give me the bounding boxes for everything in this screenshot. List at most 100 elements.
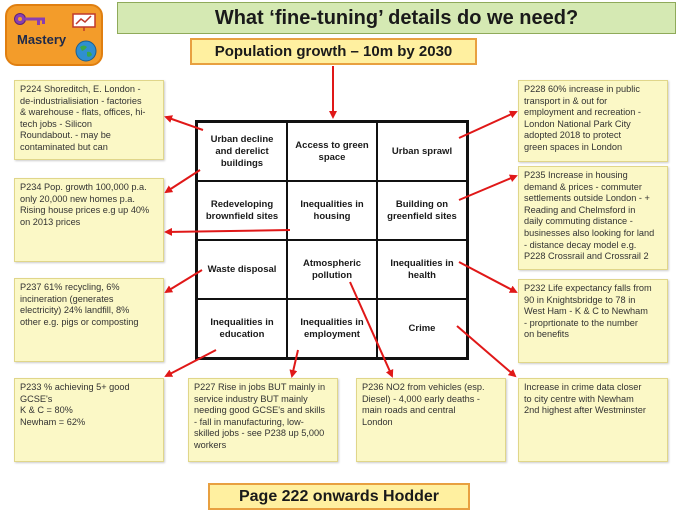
presentation-board-icon [72, 13, 96, 31]
grid-cell: Crime [377, 299, 467, 358]
grid-cell-label: Atmospheric [302, 257, 362, 269]
note-line: P235 Increase in housing [524, 170, 628, 180]
grid-cell-label: Waste disposal [207, 263, 277, 275]
grid-cell-label: space [318, 151, 346, 163]
note-line: Roundabout. - may be [20, 130, 111, 141]
note-line: P233 % achieving 5+ good [20, 382, 130, 392]
note-line: & warehouse - flats, offices, hi- [20, 107, 146, 118]
note-line: K & C = 80% [20, 405, 73, 416]
note-line: London [362, 416, 393, 427]
note-line: service industry BUT mainly [194, 393, 308, 404]
note-line: - fall in manufacturing, low- [194, 416, 304, 427]
grid-cell-label: Urban sprawl [391, 145, 453, 157]
note-line: adopted 2018 to protect [524, 130, 622, 141]
note-line: P237 61% recycling, 6% [20, 282, 120, 292]
grid-cell-label: Access to green [295, 139, 369, 151]
note-line: on 2013 prices [20, 216, 81, 227]
badge-label: Mastery [17, 32, 67, 47]
note-line: workers [194, 439, 227, 450]
grid-cell-label: employment [304, 328, 360, 340]
subtitle-banner: Population growth – 10m by 2030 [190, 38, 477, 65]
note-line: electricity) 24% landfill, 8% [20, 305, 130, 316]
note-line: businesses also looking for land [524, 227, 655, 238]
note-line: - proprtionate to the number [524, 317, 638, 328]
grid-cell: Urban sprawl [377, 122, 467, 181]
note-line: P234 Pop. growth 100,000 p.a. [20, 182, 147, 192]
grid-cell-label: housing [313, 210, 351, 222]
note-line: only 20,000 new homes p.a. [20, 193, 135, 204]
note-p236: P236 NO2 from vehicles (esp.Diesel) - 4,… [356, 378, 506, 462]
note-line: demand & prices - commuter [524, 181, 642, 192]
note-line: to city centre with Newham [524, 393, 634, 404]
globe-icon [75, 40, 97, 62]
note-line: London National Park City [524, 118, 631, 129]
note-line: Reading and Chelmsford in [524, 204, 636, 215]
note-line: daily commuting distance - [524, 216, 633, 227]
grid-cell-label: buildings [220, 157, 264, 169]
footer-banner: Page 222 onwards Hodder [208, 483, 470, 510]
subtitle: Population growth – 10m by 2030 [214, 43, 453, 60]
note-line: P224 Shoreditch, E. London - [20, 84, 141, 94]
note-line: employment and recreation - [524, 107, 641, 118]
grid-cell-label: greenfield sites [387, 210, 457, 222]
note-line: Diesel) - 4,000 early deaths - [362, 393, 480, 404]
grid-cell-label: Crime [408, 322, 436, 334]
note-line: tech jobs - Silicon [20, 118, 93, 129]
note-line: P227 Rise in jobs BUT mainly in [194, 382, 326, 392]
note-line: contaminated but can [20, 141, 108, 152]
grid-cell-label: Inequalities in [210, 316, 274, 328]
note-line: de-industrialisiation - factories [20, 95, 142, 106]
note-line: P228 Crossrail and Crossrail 2 [524, 251, 649, 262]
title-bar: What ‘fine-tuning’ details do we need? [117, 2, 676, 34]
note-p234: P234 Pop. growth 100,000 p.a.only 20,000… [14, 178, 164, 262]
grid-cell-label: brownfield sites [205, 210, 279, 222]
grid-cell-label: Redeveloping [210, 198, 274, 210]
mastery-badge: Mastery [5, 4, 103, 66]
grid-cell-label: Inequalities in [300, 316, 364, 328]
note-line: - distance decay model e.g. [524, 239, 637, 250]
key-icon [14, 13, 45, 25]
note-line: green spaces in London [524, 141, 623, 152]
note-line: Rising house prices e.g up 40% [20, 205, 150, 216]
note-line: 90 in Knightsbridge to 78 in [524, 294, 636, 305]
note-p237: P237 61% recycling, 6%incineration (gene… [14, 278, 164, 362]
page-title: What ‘fine-tuning’ details do we need? [214, 6, 579, 29]
grid-cell-label: Inequalities in [390, 257, 454, 269]
note-line: Increase in crime data closer [524, 382, 642, 392]
note-line: settlements outside London - + [524, 193, 650, 204]
note-line: skilled jobs - see P238 up 5,000 [194, 428, 325, 439]
note-line: main roads and central [362, 405, 456, 416]
grid-cell-label: and derelict [215, 145, 269, 157]
note-line: P232 Life expectancy falls from [524, 283, 652, 293]
note-line: 2nd highest after Westminster [524, 405, 646, 416]
note-line: other e.g. pigs or composting [20, 316, 139, 327]
note-line: needing good GCSE's and skills [194, 405, 325, 416]
grid-cell-label: pollution [311, 269, 353, 281]
grid-cell-label: health [408, 269, 436, 281]
note-line: transport in & out for [524, 95, 608, 106]
grid-cell-label: Urban decline [210, 133, 274, 145]
note-line: P228 60% increase in public [524, 84, 640, 94]
note-line: on benefits [524, 329, 569, 340]
note-line: incineration (generates [20, 293, 114, 304]
note-line: West Ham - K & C to Newham [524, 306, 648, 317]
grid-cell: Waste disposal [197, 240, 287, 299]
note-p224: P224 Shoreditch, E. London -de-industria… [14, 80, 164, 160]
note-line: GCSE's [20, 393, 53, 404]
note-line: P236 NO2 from vehicles (esp. [362, 382, 485, 392]
